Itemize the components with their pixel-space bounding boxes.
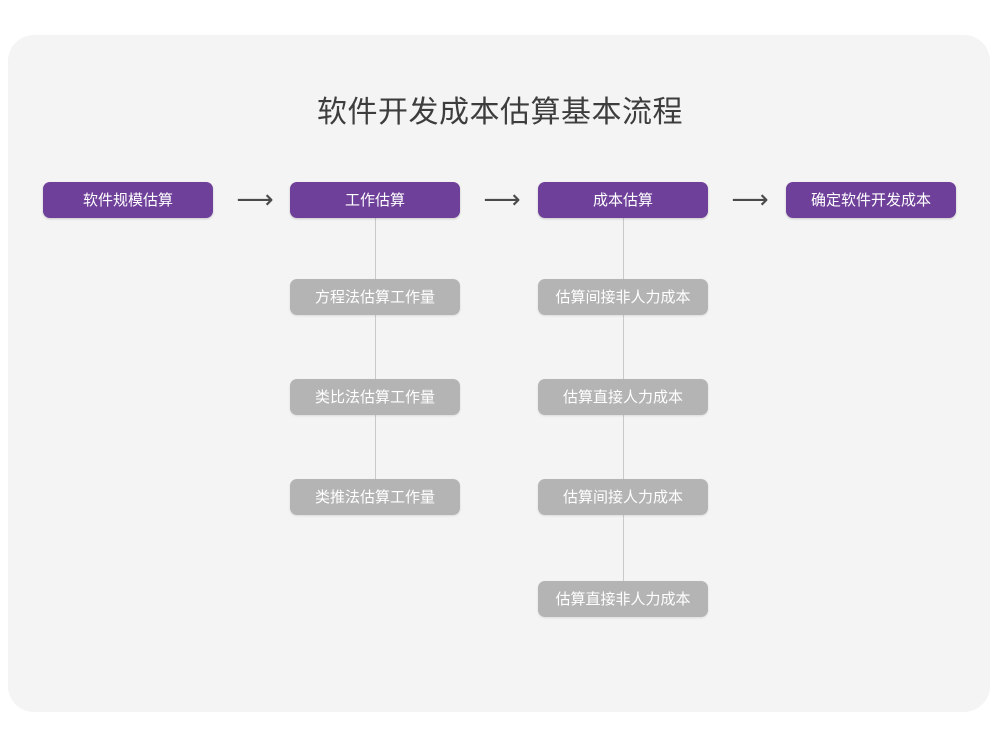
connector-line — [375, 218, 376, 515]
stage-node-1[interactable]: 软件规模估算 — [43, 182, 213, 218]
substep-node-3-2[interactable]: 估算直接人力成本 — [538, 379, 708, 415]
stage-node-4[interactable]: 确定软件开发成本 — [786, 182, 956, 218]
stage-node-3[interactable]: 成本估算 — [538, 182, 708, 218]
substep-node-2-3[interactable]: 类推法估算工作量 — [290, 479, 460, 515]
arrow-right-icon-3: ⟶ — [731, 185, 769, 215]
substep-node-2-1[interactable]: 方程法估算工作量 — [290, 279, 460, 315]
page-title: 软件开发成本估算基本流程 — [317, 96, 683, 129]
substep-node-3-1[interactable]: 估算间接非人力成本 — [538, 279, 708, 315]
substep-node-2-2[interactable]: 类比法估算工作量 — [290, 379, 460, 415]
arrow-right-icon-1: ⟶ — [236, 185, 274, 215]
substep-node-3-3[interactable]: 估算间接人力成本 — [538, 479, 708, 515]
connector-line — [623, 218, 624, 617]
diagram-card — [8, 35, 990, 712]
arrow-right-icon-2: ⟶ — [483, 185, 521, 215]
substep-node-3-4[interactable]: 估算直接非人力成本 — [538, 581, 708, 617]
stage-node-2[interactable]: 工作估算 — [290, 182, 460, 218]
